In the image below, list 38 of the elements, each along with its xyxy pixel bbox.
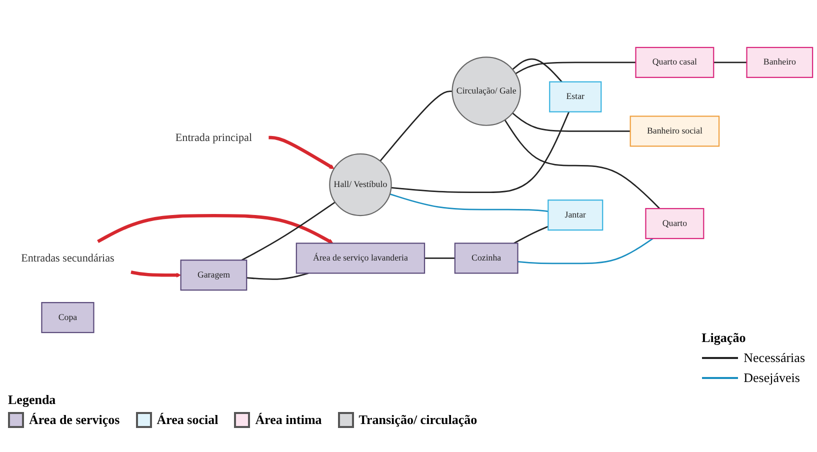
connector	[424, 258, 455, 259]
connector	[515, 62, 636, 74]
node-box	[549, 81, 602, 112]
connector	[504, 120, 660, 210]
node-box	[746, 46, 814, 78]
connector	[714, 62, 747, 64]
connector	[514, 226, 548, 244]
node-box	[41, 302, 94, 334]
legend-label: Área intima	[255, 412, 322, 428]
connector	[380, 90, 452, 162]
legend-label: Desejáveis	[744, 370, 800, 386]
node-circle	[452, 56, 521, 126]
node-box	[645, 208, 704, 240]
node-box	[180, 260, 248, 291]
node-text: Entrada principal	[175, 131, 252, 144]
connector	[246, 272, 309, 280]
legend-label: Necessárias	[744, 350, 805, 366]
legend-title: Ligação	[702, 330, 746, 345]
connector	[391, 112, 570, 194]
legend-label: Área de serviços	[29, 412, 120, 428]
node-circle	[329, 153, 392, 216]
legend-label: Área social	[156, 412, 218, 428]
node-box	[454, 242, 518, 274]
connector	[518, 238, 654, 264]
legend-label: Transição/ circulação	[358, 412, 478, 428]
legend-title: Legenda	[8, 392, 56, 407]
node-box	[548, 200, 604, 231]
connector	[390, 193, 548, 212]
connector	[241, 202, 336, 261]
connector	[512, 112, 630, 132]
arrow	[97, 214, 334, 244]
node-box	[296, 242, 426, 274]
node-text: Entradas secundárias	[21, 252, 114, 264]
node-box	[635, 46, 714, 78]
arrow	[130, 270, 182, 278]
connector	[512, 58, 562, 82]
node-box	[630, 116, 720, 147]
arrow	[268, 136, 334, 170]
